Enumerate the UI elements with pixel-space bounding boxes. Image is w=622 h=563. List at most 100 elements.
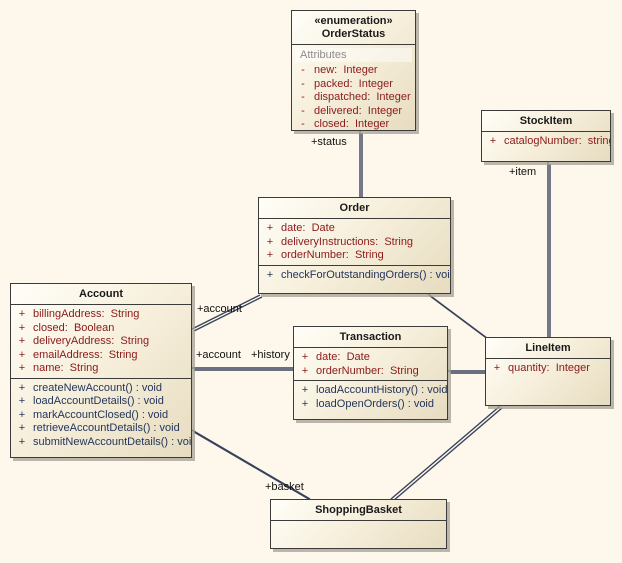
- connector-account-order[interactable]: [191, 294, 261, 330]
- visibility-marker: +: [18, 435, 26, 448]
- class-transaction[interactable]: Transaction + date: Date + orderNumber: …: [293, 326, 448, 420]
- attribute-text: quantity: Integer: [508, 362, 590, 374]
- empty-compartment: [271, 520, 446, 548]
- attribute-text: date: Date: [281, 222, 335, 234]
- visibility-marker: +: [18, 395, 26, 407]
- visibility-marker: +: [18, 362, 26, 374]
- operation-text: checkForOutstandingOrders() : void: [281, 268, 451, 281]
- class-order[interactable]: Order + date: Date + deliveryInstruction…: [258, 197, 451, 294]
- role-label-item: +item: [509, 166, 537, 178]
- operation-row: + loadAccountHistory() : void: [294, 384, 447, 398]
- role-label-account-order: +account: [197, 303, 242, 315]
- attribute-text: billingAddress: String: [33, 308, 140, 320]
- attribute-row: + emailAddress: String: [11, 349, 191, 363]
- class-stockitem-header: StockItem: [482, 111, 610, 131]
- attribute-row: + name: String: [11, 362, 191, 376]
- attribute-row: + catalogNumber: string: [482, 135, 610, 149]
- attribute-text: deliveryAddress: String: [33, 335, 150, 347]
- attribute-text: emailAddress: String: [33, 348, 138, 361]
- operation-text: loadOpenOrders() : void: [316, 397, 434, 410]
- class-name: StockItem: [519, 115, 573, 127]
- visibility-marker: +: [18, 381, 26, 394]
- visibility-marker: -: [301, 91, 305, 103]
- attribute-row: - packed: Integer: [292, 78, 415, 92]
- attribute-row: + deliveryInstructions: String: [259, 236, 450, 250]
- stereotype-label: «enumeration»: [314, 15, 393, 27]
- attribute-text: delivered: Integer: [314, 104, 403, 117]
- operation-row: + retrieveAccountDetails() : void: [11, 422, 191, 436]
- attribute-text: new: Integer: [314, 64, 378, 76]
- attribute-row: + date: Date: [259, 222, 450, 236]
- attribute-text: name: String: [33, 362, 99, 374]
- operations-compartment: + createNewAccount() : void + loadAccoun…: [11, 377, 191, 458]
- visibility-marker: +: [18, 408, 26, 421]
- attribute-row: + deliveryAddress: String: [11, 335, 191, 349]
- class-orderstatus[interactable]: «enumeration» OrderStatus Attributes - n…: [291, 10, 416, 131]
- class-orderstatus-header: «enumeration» OrderStatus: [292, 11, 415, 44]
- operation-row: + createNewAccount() : void: [11, 382, 191, 396]
- class-lineitem[interactable]: LineItem + quantity: Integer: [485, 337, 611, 406]
- attribute-text: closed: Boolean: [33, 321, 115, 334]
- visibility-marker: +: [18, 308, 26, 320]
- attributes-compartment: + date: Date + orderNumber: String: [294, 347, 447, 380]
- visibility-marker: +: [489, 135, 497, 147]
- attribute-row: + closed: Boolean: [11, 322, 191, 336]
- operation-text: createNewAccount() : void: [33, 381, 162, 394]
- attribute-text: closed: Integer: [314, 118, 390, 130]
- class-name: LineItem: [525, 342, 571, 354]
- class-account[interactable]: Account + billingAddress: String + close…: [10, 283, 192, 458]
- visibility-marker: +: [301, 364, 309, 377]
- attribute-row: - closed: Integer: [292, 118, 415, 130]
- visibility-marker: -: [301, 77, 305, 90]
- attributes-compartment: + billingAddress: String + closed: Boole…: [11, 304, 191, 378]
- attribute-text: orderNumber: String: [281, 249, 384, 261]
- visibility-marker: +: [18, 348, 26, 361]
- visibility-marker: +: [266, 222, 274, 234]
- operation-text: markAccountClosed() : void: [33, 408, 169, 421]
- connector-account-shoppingbasket[interactable]: [191, 429, 311, 500]
- attribute-row: + quantity: Integer: [486, 362, 610, 376]
- operation-text: submitNewAccountDetails() : void: [33, 435, 192, 448]
- class-name: Order: [339, 202, 370, 214]
- class-shoppingbasket[interactable]: ShoppingBasket: [270, 499, 447, 549]
- operation-row: + markAccountClosed() : void: [11, 409, 191, 423]
- visibility-marker: +: [301, 397, 309, 410]
- class-stockitem[interactable]: StockItem + catalogNumber: string: [481, 110, 611, 162]
- role-label-basket: +basket: [265, 481, 304, 493]
- attribute-text: deliveryInstructions: String: [281, 235, 414, 248]
- visibility-marker: -: [301, 118, 305, 130]
- class-account-header: Account: [11, 284, 191, 304]
- class-name: Transaction: [339, 331, 402, 343]
- connector-lineitem-shoppingbasket[interactable]: [390, 405, 501, 500]
- operation-text: loadAccountDetails() : void: [33, 395, 164, 407]
- visibility-marker: +: [301, 351, 309, 363]
- connector-order-lineitem[interactable]: [427, 293, 488, 339]
- visibility-marker: -: [301, 64, 305, 76]
- attribute-text: dispatched: Integer: [314, 91, 411, 103]
- attribute-text: date: Date: [316, 351, 370, 363]
- class-name: Account: [79, 288, 123, 300]
- operations-compartment: + loadAccountHistory() : void + loadOpen…: [294, 380, 447, 419]
- operation-row: + checkForOutstandingOrders() : void: [259, 269, 450, 283]
- attribute-row: + orderNumber: String: [259, 249, 450, 263]
- class-order-header: Order: [259, 198, 450, 218]
- attribute-row: - new: Integer: [292, 64, 415, 78]
- attribute-row: - dispatched: Integer: [292, 91, 415, 105]
- visibility-marker: +: [18, 321, 26, 334]
- attributes-compartment: + quantity: Integer: [486, 358, 610, 405]
- class-lineitem-header: LineItem: [486, 338, 610, 358]
- operation-row: + submitNewAccountDetails() : void: [11, 436, 191, 450]
- role-label-status: +status: [311, 136, 347, 148]
- attribute-row: - delivered: Integer: [292, 105, 415, 119]
- class-name: ShoppingBasket: [315, 504, 402, 516]
- attributes-compartment: + date: Date + deliveryInstructions: Str…: [259, 218, 450, 265]
- class-name: OrderStatus: [321, 28, 386, 40]
- visibility-marker: +: [266, 249, 274, 261]
- visibility-marker: +: [18, 335, 26, 347]
- visibility-marker: +: [266, 235, 274, 248]
- attribute-text: catalogNumber: string: [504, 135, 611, 147]
- attribute-text: orderNumber: String: [316, 364, 419, 377]
- attributes-compartment: Attributes - new: Integer - packed: Inte…: [292, 44, 415, 130]
